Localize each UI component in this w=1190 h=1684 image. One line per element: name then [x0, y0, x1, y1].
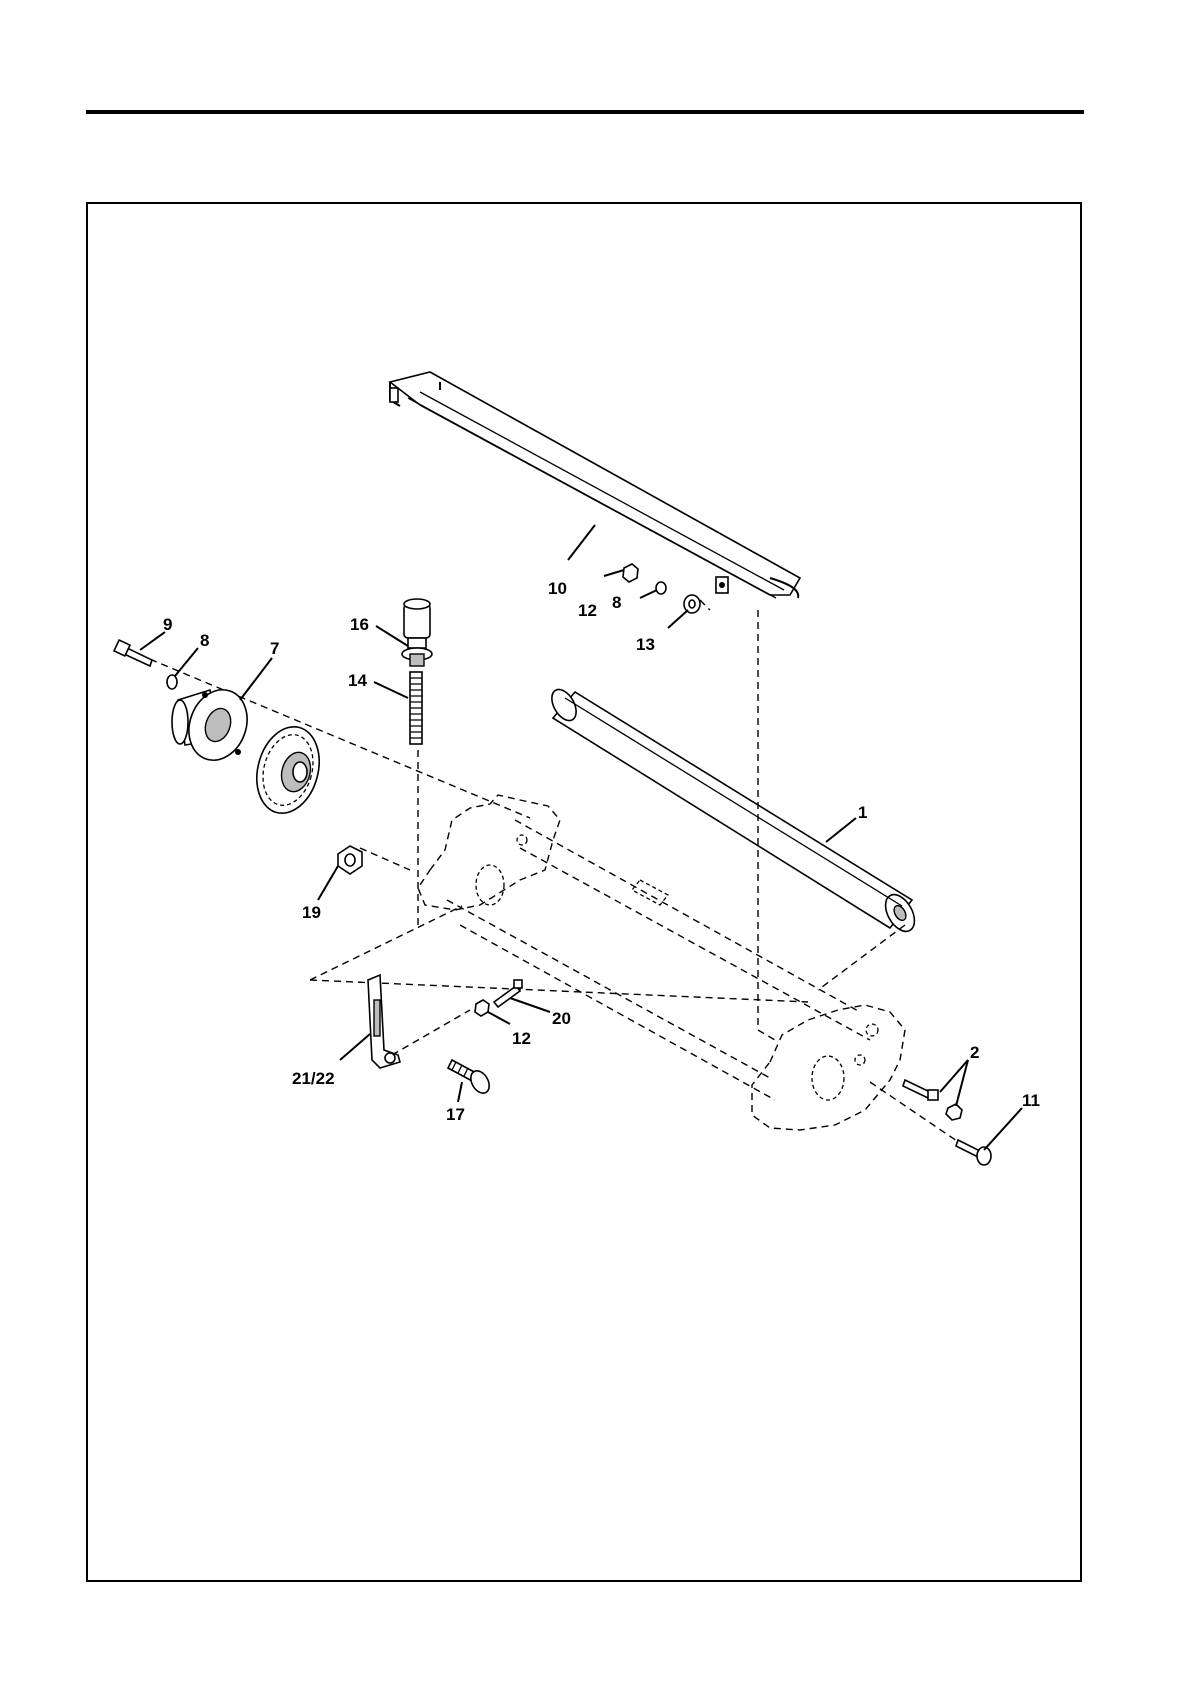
bracket-21-22	[368, 975, 400, 1068]
callout-20: 20	[552, 1009, 571, 1028]
callout-17: 17	[446, 1105, 465, 1124]
fitting-2	[903, 1080, 962, 1120]
nut-12-top	[623, 564, 638, 582]
callout-11: 11	[1022, 1091, 1040, 1110]
callout-13: 13	[636, 635, 655, 654]
callout-2: 2	[970, 1043, 979, 1062]
bolt-17	[448, 1060, 493, 1096]
washer-8-top	[656, 582, 666, 594]
nut-12-lower	[475, 1000, 489, 1016]
shield-cover	[390, 372, 800, 598]
callout-10: 10	[548, 579, 567, 598]
adjuster-knob	[402, 599, 432, 666]
callout-19: 19	[302, 903, 321, 922]
callout-9: 9	[163, 615, 172, 634]
screw-9	[114, 640, 152, 666]
nut-19	[338, 846, 362, 874]
bearing-assembly	[248, 720, 329, 821]
callout-7: 7	[270, 639, 279, 658]
callout-8-left: 8	[200, 631, 209, 650]
callout-21-22: 21/22	[292, 1069, 335, 1088]
callout-labels: 1 2 7 8 8 9 10 11 12 12 13 14 16 17 19 2…	[163, 579, 1040, 1124]
callout-16: 16	[350, 615, 369, 634]
threaded-rod	[410, 672, 422, 744]
callout-12-lower: 12	[512, 1029, 531, 1048]
callout-12-top: 12	[578, 601, 597, 620]
callout-14: 14	[348, 671, 367, 690]
mower-frame-phantom	[418, 795, 905, 1130]
screw-20	[494, 980, 522, 1007]
callout-8-top: 8	[612, 593, 621, 612]
washer-8-left	[167, 675, 177, 689]
callout-1: 1	[858, 803, 867, 822]
bolt-11	[956, 1140, 991, 1165]
